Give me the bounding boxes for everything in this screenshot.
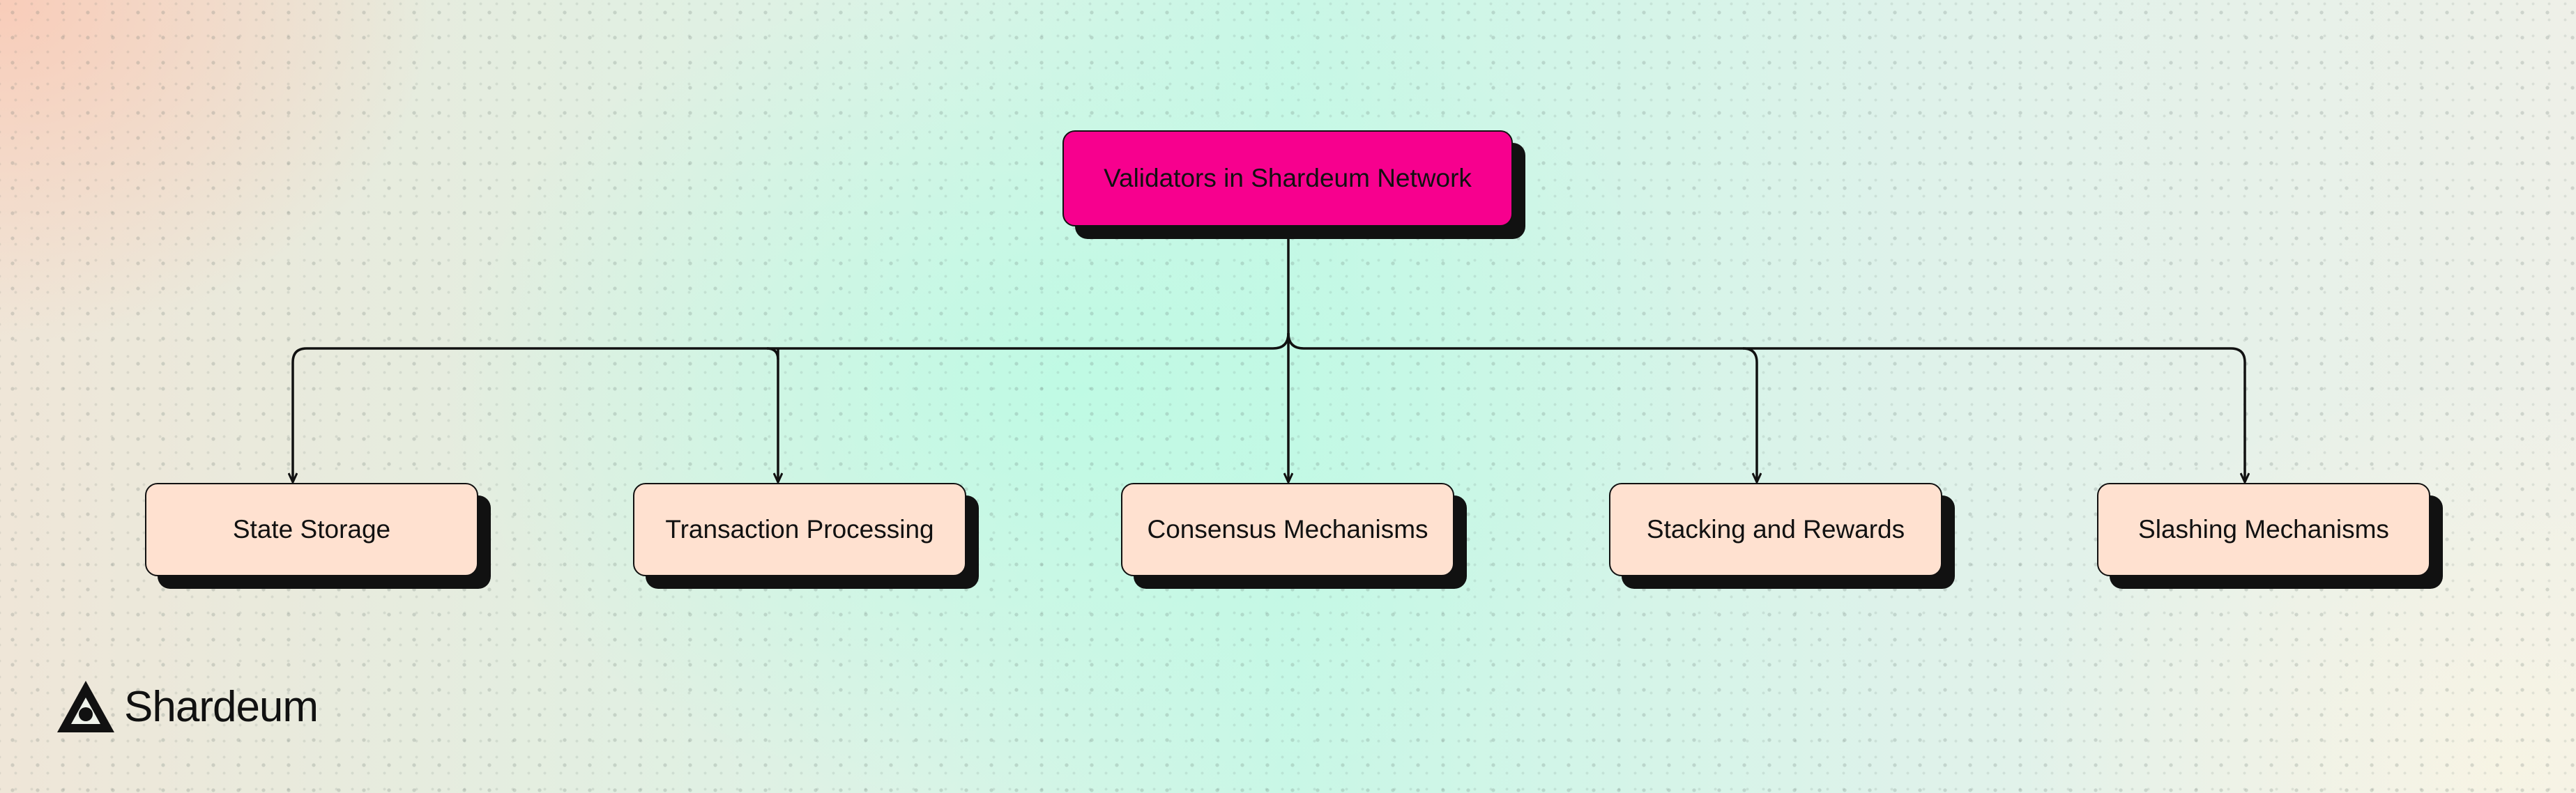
child-node-transaction-processing: Transaction Processing bbox=[633, 483, 966, 576]
child-node-state-storage: State Storage bbox=[145, 483, 478, 576]
child-node-consensus-mechanisms: Consensus Mechanisms bbox=[1121, 483, 1454, 576]
shardeum-triangle-icon bbox=[57, 681, 114, 732]
shardeum-logo: Shardeum bbox=[56, 679, 319, 734]
child-node-label: Stacking and Rewards bbox=[1646, 515, 1905, 544]
root-node-label: Validators in Shardeum Network bbox=[1104, 164, 1472, 192]
trunk-line bbox=[293, 226, 1290, 482]
brand-name: Shardeum bbox=[124, 682, 319, 731]
child-node-label: State Storage bbox=[232, 515, 391, 544]
branch-line bbox=[1287, 332, 2245, 482]
child-node-stacking-and-rewards: Stacking and Rewards bbox=[1609, 483, 1942, 576]
child-node-slashing-mechanisms: Slashing Mechanisms bbox=[2097, 483, 2430, 576]
branch-line bbox=[1742, 347, 1757, 482]
child-node-label: Consensus Mechanisms bbox=[1147, 515, 1428, 544]
branch-line bbox=[766, 347, 779, 360]
root-node: Validators in Shardeum Network bbox=[1062, 130, 1513, 226]
child-node-label: Transaction Processing bbox=[665, 515, 934, 544]
child-node-label: Slashing Mechanisms bbox=[2138, 515, 2389, 544]
